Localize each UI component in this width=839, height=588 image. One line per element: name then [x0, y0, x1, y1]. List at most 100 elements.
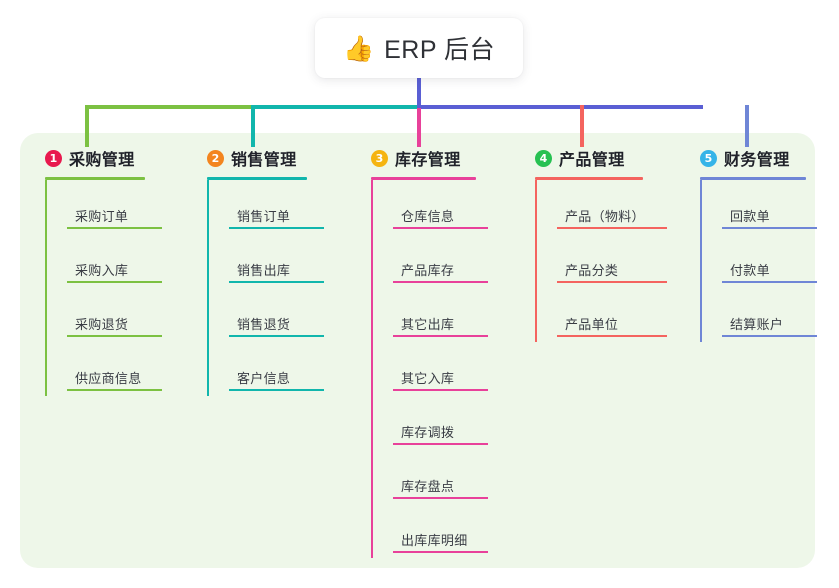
- thumbs-up-icon: 👍: [342, 33, 375, 63]
- branch-title: 库存管理: [395, 152, 461, 169]
- branch-spine: [535, 180, 537, 342]
- branch-item-label: 其它出库: [401, 317, 455, 332]
- branch-item-list: 回款单付款单结算账户: [700, 180, 817, 342]
- branch-item-label: 产品（物料）: [565, 209, 645, 224]
- branch-item-label: 采购退货: [75, 317, 129, 332]
- branch-item-underline: [722, 335, 817, 337]
- branch-item-label: 采购入库: [75, 263, 129, 278]
- bus-green: [85, 105, 253, 109]
- branch-title: 财务管理: [724, 152, 790, 169]
- branch-item-label: 客户信息: [237, 371, 291, 386]
- branch-item-underline: [557, 335, 667, 337]
- branch-number-badge: 3: [371, 149, 388, 167]
- stub-connector-4: [580, 105, 584, 147]
- bus-teal: [253, 105, 419, 109]
- branch-item-label: 出库库明细: [401, 533, 468, 548]
- branch-item-label: 库存调拨: [401, 425, 455, 440]
- branch-item[interactable]: 库存盘点: [393, 450, 488, 504]
- branch-header-3[interactable]: 3 库存管理: [371, 146, 476, 170]
- stub-connector-5: [745, 105, 749, 147]
- branch-item-underline: [557, 281, 667, 283]
- branch-item-label: 库存盘点: [401, 479, 455, 494]
- branch-item[interactable]: 销售订单: [229, 180, 324, 234]
- branch-item-label: 回款单: [730, 209, 770, 224]
- branch-header-1[interactable]: 1 采购管理: [45, 146, 145, 170]
- branch-item-label: 采购订单: [75, 209, 129, 224]
- branch-item-underline: [557, 227, 667, 229]
- branch-header-5[interactable]: 5 财务管理: [700, 146, 806, 170]
- branch-item-label: 产品单位: [565, 317, 619, 332]
- branch-item[interactable]: 产品（物料）: [557, 180, 667, 234]
- branch-spine: [207, 180, 209, 396]
- branch-spine: [700, 180, 702, 342]
- branch-item-underline: [67, 389, 162, 391]
- branch-item-label: 产品分类: [565, 263, 619, 278]
- branch-item[interactable]: 产品分类: [557, 234, 667, 288]
- branch-item-underline: [229, 335, 324, 337]
- branch-item-underline: [722, 227, 817, 229]
- branch-item-underline: [393, 443, 488, 445]
- branch-item-label: 仓库信息: [401, 209, 455, 224]
- branch-item-list: 销售订单销售出库销售退货客户信息: [207, 180, 324, 396]
- root-node-title: ERP 后台: [384, 36, 496, 64]
- bus-purple: [419, 105, 703, 109]
- branch-item[interactable]: 客户信息: [229, 342, 324, 396]
- branch-item-label: 销售出库: [237, 263, 291, 278]
- trunk-vertical-connector: [417, 78, 421, 108]
- branch-item[interactable]: 其它出库: [393, 288, 488, 342]
- branch-item[interactable]: 库存调拨: [393, 396, 488, 450]
- stub-connector-3: [417, 105, 421, 147]
- branch-number-badge: 1: [45, 149, 62, 167]
- mindmap-panel: [20, 133, 815, 568]
- branch-item-underline: [67, 335, 162, 337]
- branch-title: 采购管理: [69, 152, 135, 169]
- branch-item-underline: [393, 551, 488, 553]
- branch-item[interactable]: 销售退货: [229, 288, 324, 342]
- branch-item[interactable]: 产品库存: [393, 234, 488, 288]
- branch-item-underline: [229, 281, 324, 283]
- branch-item[interactable]: 付款单: [722, 234, 817, 288]
- branch-item[interactable]: 回款单: [722, 180, 817, 234]
- branch-item[interactable]: 产品单位: [557, 288, 667, 342]
- root-node-card[interactable]: 👍 ERP 后台: [315, 18, 523, 78]
- branch-column-1: 1 采购管理采购订单采购入库采购退货供应商信息: [45, 146, 162, 396]
- branch-item-label: 产品库存: [401, 263, 455, 278]
- branch-item-label: 供应商信息: [75, 371, 142, 386]
- branch-column-3: 3 库存管理仓库信息产品库存其它出库其它入库库存调拨库存盘点出库库明细: [371, 146, 488, 558]
- branch-item-underline: [393, 389, 488, 391]
- branch-item-underline: [393, 227, 488, 229]
- branch-item[interactable]: 仓库信息: [393, 180, 488, 234]
- branch-item-list: 产品（物料） 产品分类产品单位: [535, 180, 667, 342]
- branch-item-label: 销售订单: [237, 209, 291, 224]
- branch-item-underline: [393, 281, 488, 283]
- stub-connector-1: [85, 105, 89, 147]
- branch-underline: [45, 177, 145, 180]
- branch-item[interactable]: 结算账户: [722, 288, 817, 342]
- branch-item-underline: [67, 227, 162, 229]
- stub-connector-2: [251, 105, 255, 147]
- branch-number-badge: 5: [700, 149, 717, 167]
- branch-item-list: 仓库信息产品库存其它出库其它入库库存调拨库存盘点出库库明细: [371, 180, 488, 558]
- branch-item[interactable]: 采购订单: [67, 180, 162, 234]
- branch-item[interactable]: 其它入库: [393, 342, 488, 396]
- branch-item-underline: [393, 335, 488, 337]
- branch-item[interactable]: 供应商信息: [67, 342, 162, 396]
- branch-item[interactable]: 采购退货: [67, 288, 162, 342]
- branch-spine: [371, 180, 373, 558]
- branch-underline: [700, 177, 806, 180]
- branch-item-label: 结算账户: [730, 317, 784, 332]
- branch-column-5: 5 财务管理回款单付款单结算账户: [700, 146, 817, 342]
- branch-item-underline: [393, 497, 488, 499]
- branch-item-label: 付款单: [730, 263, 770, 278]
- branch-item[interactable]: 出库库明细: [393, 504, 488, 558]
- branch-item-underline: [229, 227, 324, 229]
- branch-title: 产品管理: [559, 152, 625, 169]
- branch-item-label: 销售退货: [237, 317, 291, 332]
- branch-item[interactable]: 采购入库: [67, 234, 162, 288]
- branch-underline: [207, 177, 307, 180]
- branch-item[interactable]: 销售出库: [229, 234, 324, 288]
